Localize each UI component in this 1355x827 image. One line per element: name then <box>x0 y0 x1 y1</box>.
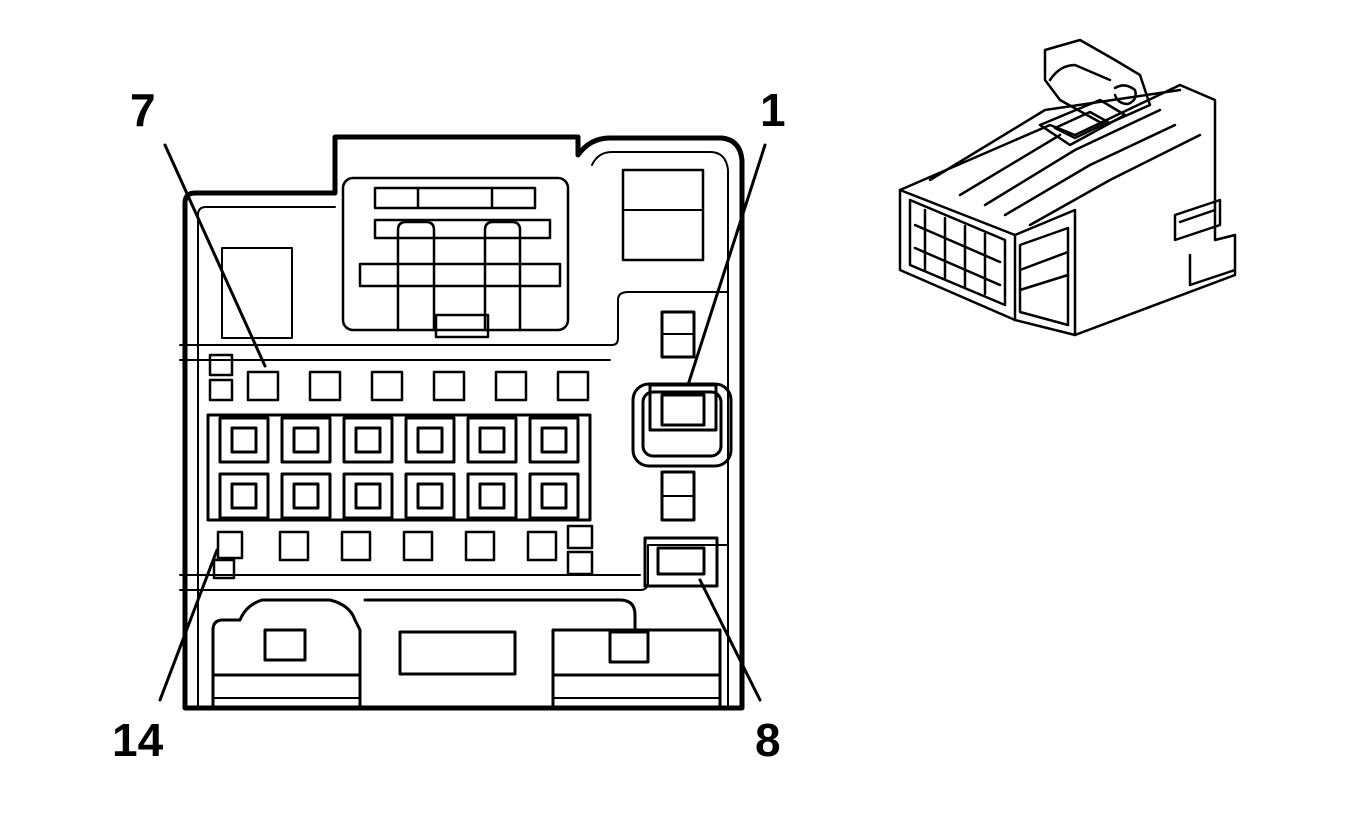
cavity-block <box>206 413 592 522</box>
pin-label-1: 1 <box>760 84 786 136</box>
pin-label-8: 8 <box>755 714 781 766</box>
leader-line-7 <box>163 143 267 368</box>
terminal-row-lower <box>218 472 580 520</box>
connector-face-view <box>158 134 767 711</box>
leader-line-1 <box>686 143 767 387</box>
terminal-row-top-small <box>208 353 590 402</box>
bottom-slots <box>211 598 722 710</box>
pin-label-7: 7 <box>130 84 156 136</box>
leader-line-14 <box>158 548 219 702</box>
leader-lines <box>158 143 767 702</box>
locking-latch <box>341 176 570 339</box>
right-terminal-group <box>631 310 733 588</box>
pin-label-14: 14 <box>112 714 164 766</box>
key-block <box>621 168 705 262</box>
leader-line-8 <box>698 578 762 702</box>
connector-isometric-view <box>898 38 1237 337</box>
terminal-row-bottom-small <box>212 524 594 580</box>
terminal-row-upper <box>218 416 580 464</box>
